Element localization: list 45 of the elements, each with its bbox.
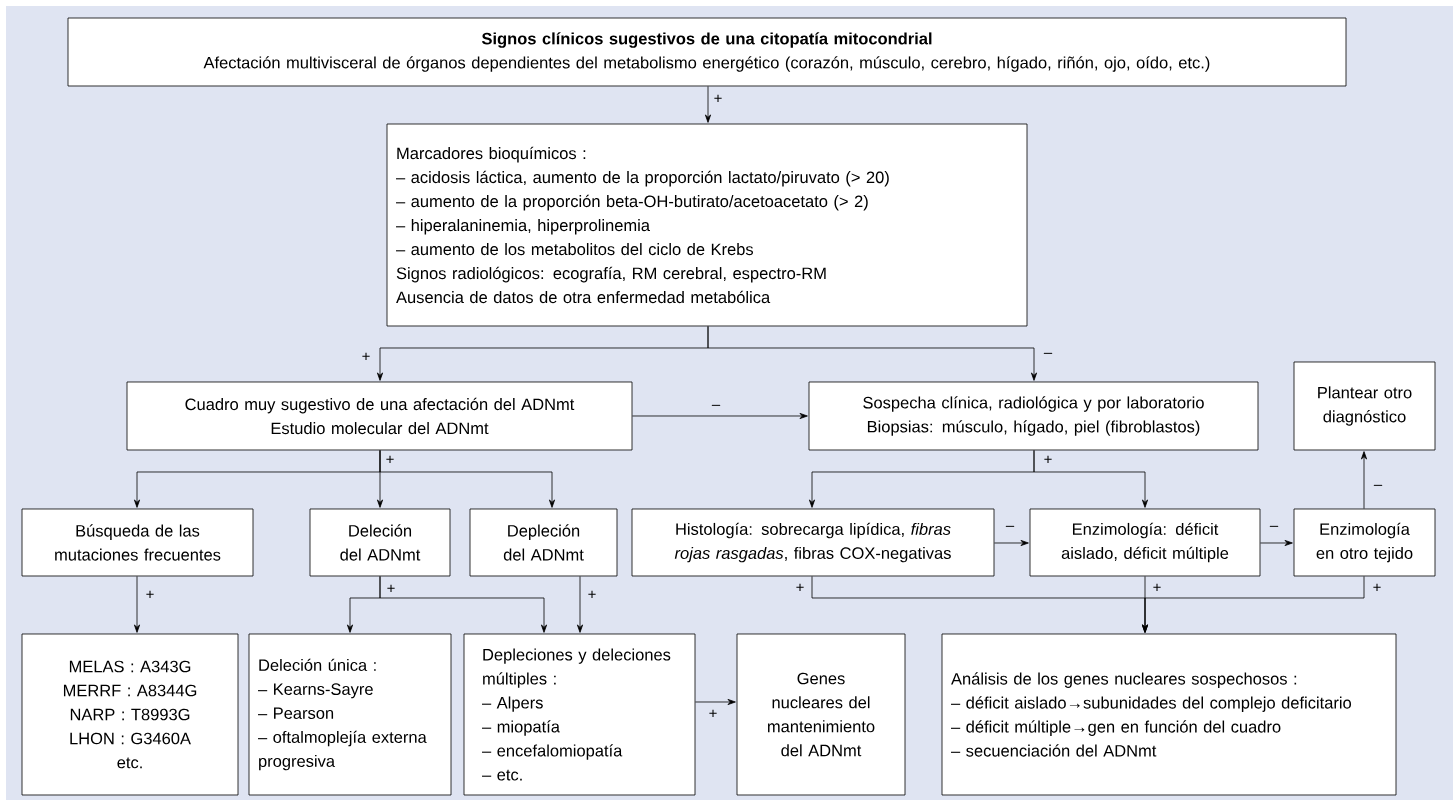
process-box: MELAS : A343G MERRF : A8344G NARP : T8993G LHON : G3460A etc. [21,633,239,796]
arrow [1361,451,1367,509]
arrow [707,326,1038,381]
arrow [1260,540,1293,546]
edge-label: + [707,708,719,720]
arrow [134,576,141,633]
process-box: Marcadores bioquímicos : – acidosis láctica, aumento de la proporción lactato/piruvato (> 20) – aumento de la proporción beta-OH-butirato/acetoacetato (> 2) – hiperalaninemia, hiperprolinemia – aumento de los metabolitos del ciclo de Krebs Signos radiológicos: ecografía, RM cerebral, espectro-RM Ausencia de datos de otra enfermedad metabólica [386,123,1028,327]
process-box: Depleción del ADNmt [469,508,618,577]
arrow [577,576,584,633]
arrow [994,540,1029,546]
edge-label: + [360,351,372,363]
process-box: Enzimología en otro tejido [1293,508,1436,577]
arrow [632,413,808,419]
process-box: Análisis de los genes nucleares sospechosos : – déficit aislado→subunidades del complejo deficitario – déficit múltiple→gen en función del cuadro – secuenciación del ADNmt [941,633,1397,796]
process-box: Deleción del ADNmt [309,508,451,577]
edge-label: + [144,589,156,601]
arrow [379,450,556,508]
edge-label: + [384,454,396,466]
process-box: Deleción única : – Kearns-Sayre – Pearson – oftalmoplejía externa progresiva [248,633,452,796]
edge-label: – [710,403,722,411]
arrow [705,86,711,123]
process-box: Enzimología: déficit aislado, déficit múltiple [1029,508,1261,577]
edge-label: + [1371,582,1383,594]
edge-label: + [1042,454,1054,466]
process-box: Plantear otro diagnóstico [1293,361,1436,451]
arrow [695,699,736,705]
process-box: Depleciones y deleciones múltiples : – Alpers – miopatía – encefalomiopatía – etc. [463,633,696,796]
edge-label: – [1042,351,1054,359]
arrow [1142,576,1365,633]
edge-label: + [586,589,598,601]
process-box: Signos clínicos sugestivos de una citopatía mitocondrial Afectación multivisceral de órganos dependientes del metabolismo energético (corazón, músculo, cerebro, hígado, riñón, ojo, oído, etc.) [67,17,1347,87]
process-box: Genes nucleares del mantenimiento del ADNmt [736,633,906,796]
process-box: Histología: sobrecarga lipídica, fibras rojas rasgadas, fibras COX-negativas [631,508,995,577]
process-box: Búsqueda de las mutaciones frecuentes [21,508,254,577]
process-box: Cuadro muy sugestivo de una afectación del ADNmt Estudio molecular del ADNmt [126,381,633,451]
edge-label: – [1372,483,1384,491]
edge-label: + [712,93,724,105]
edge-label: – [1268,524,1280,532]
edge-label: + [1151,582,1163,594]
process-box: Sospecha clínica, radiológica y por laboratorio Biopsias: músculo, hígado, piel (fibroblastos) [808,381,1259,451]
edge-label: + [794,582,806,594]
arrow [1033,450,1148,508]
arrow [379,576,548,633]
edge-label: – [1004,524,1016,532]
edge-label: + [385,583,397,595]
